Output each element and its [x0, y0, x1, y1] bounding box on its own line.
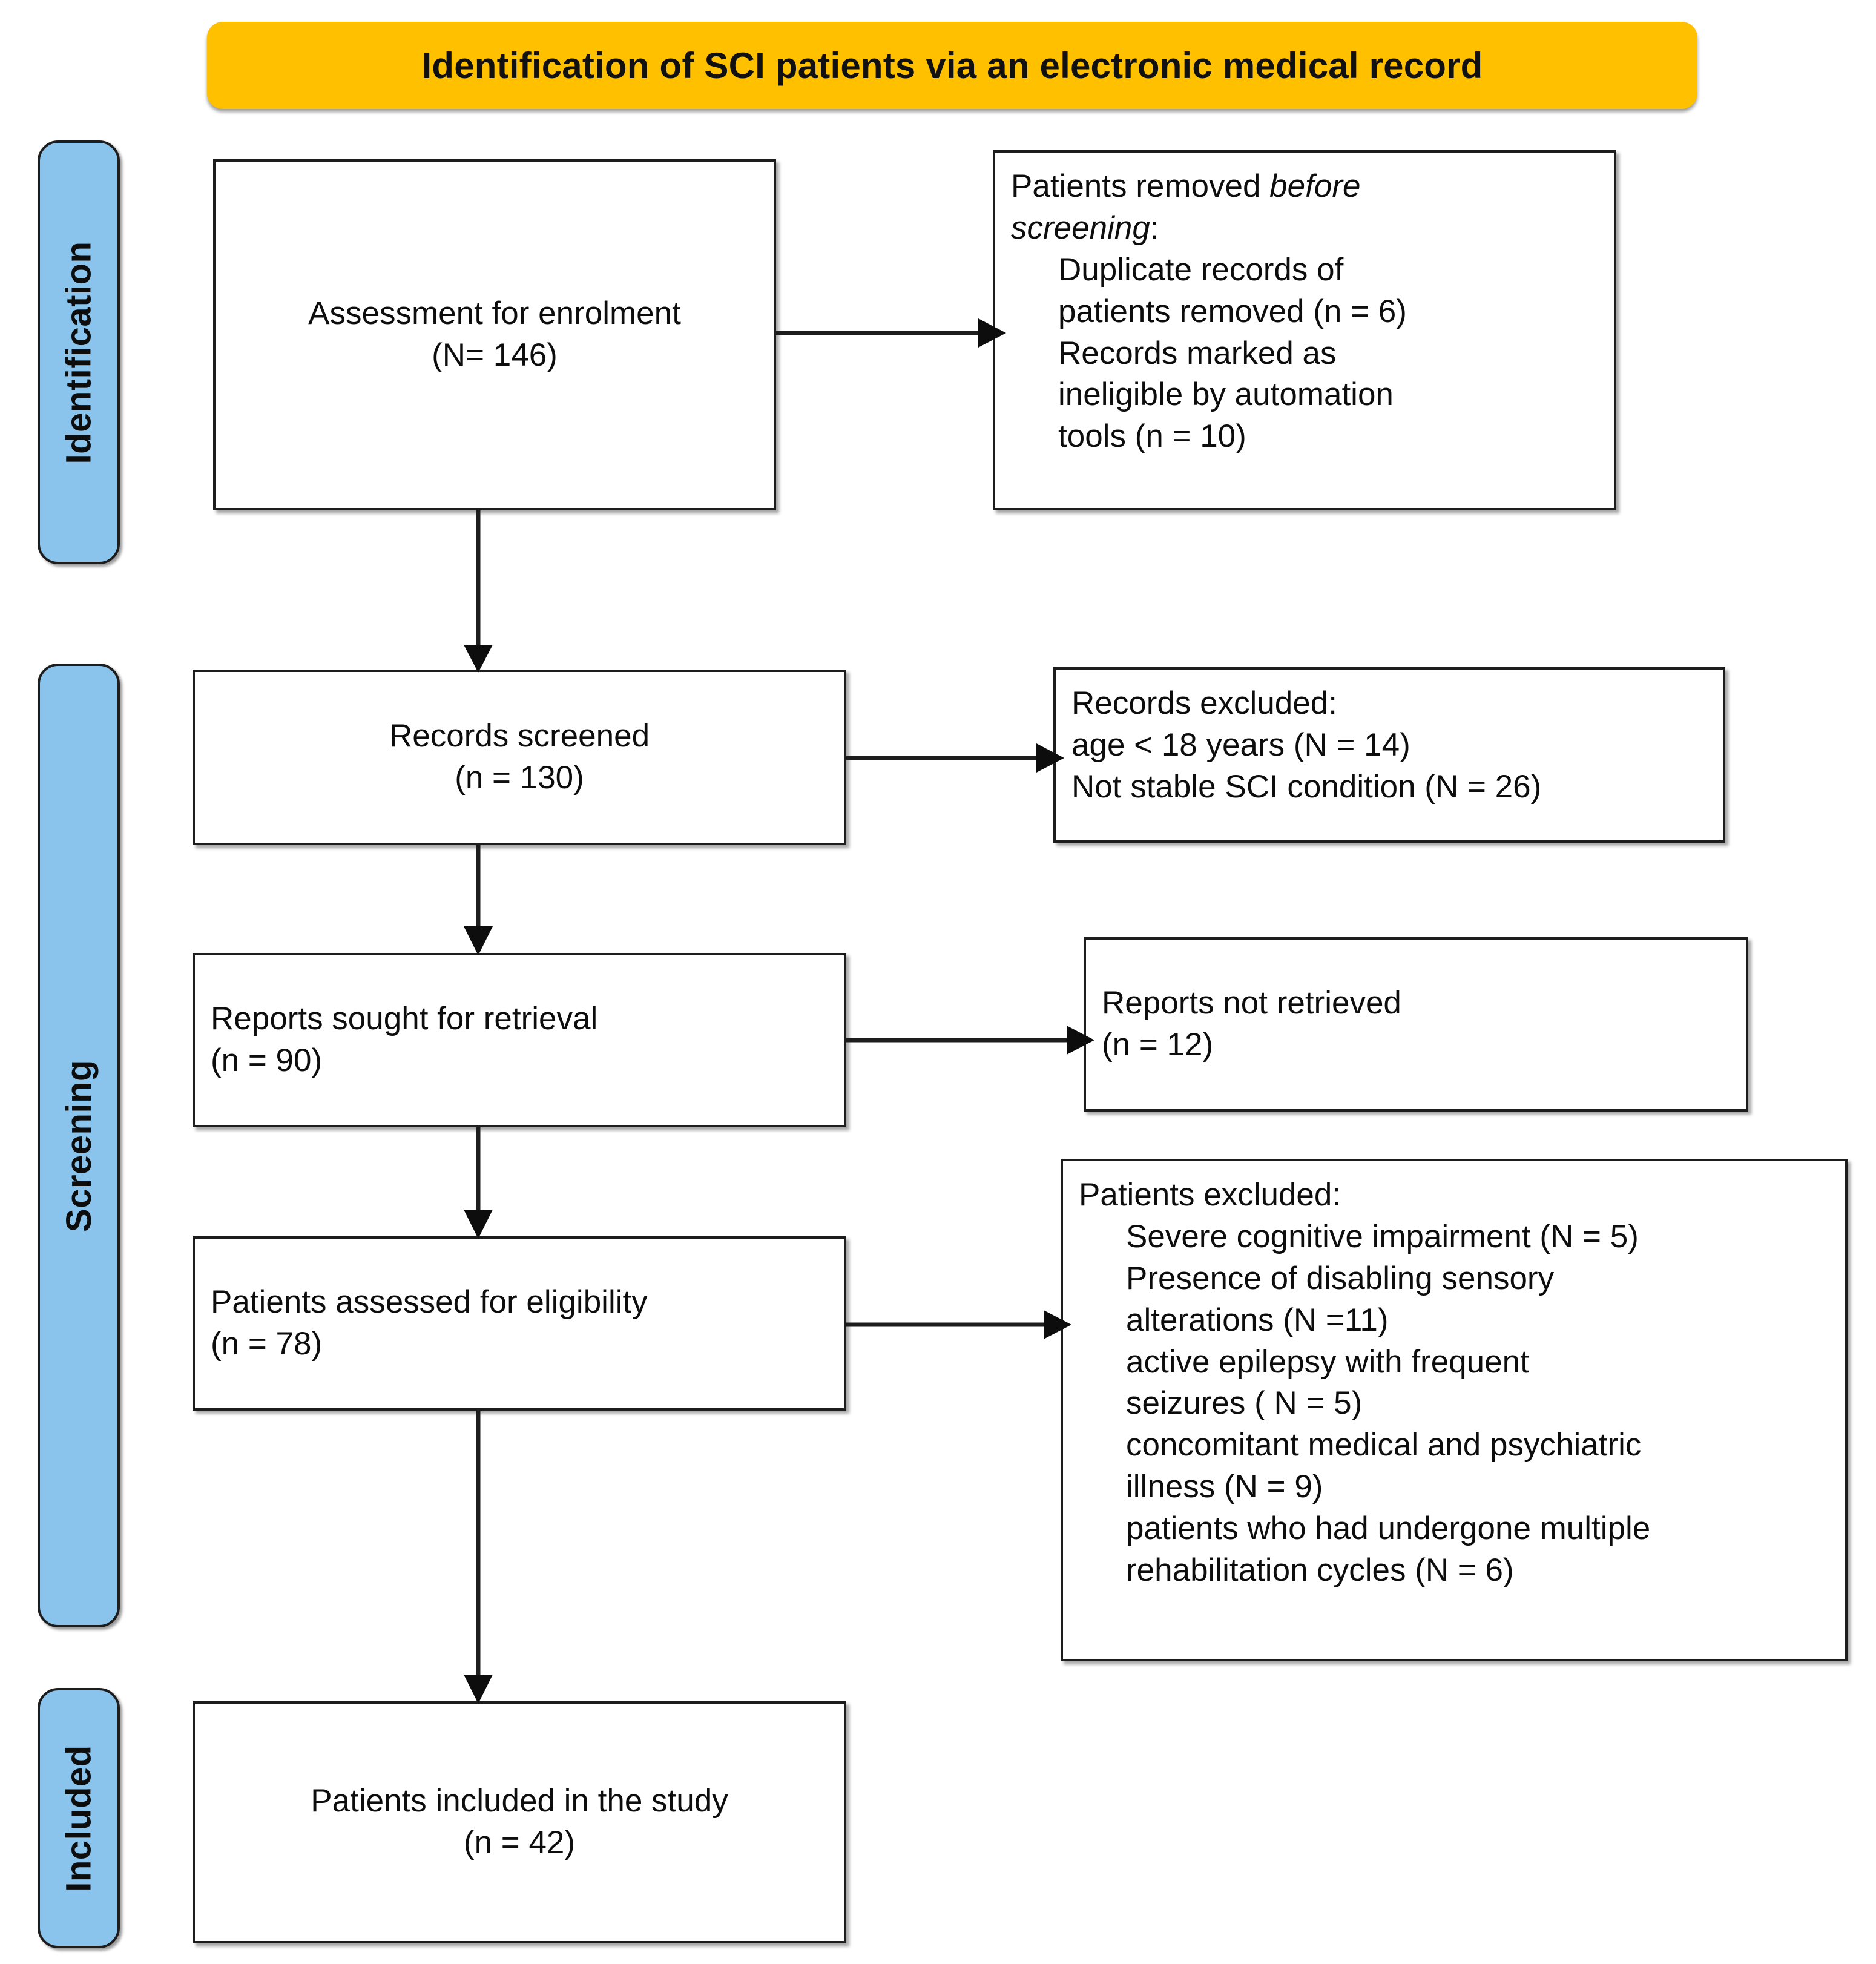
- box-line: (n = 12): [1102, 1027, 1214, 1063]
- box-patients-removed-before-screening: Patients removed before screening: Dupli…: [993, 150, 1616, 510]
- stage-label-included-text: Included: [59, 1744, 99, 1892]
- box-line: active epilepsy with frequent: [1126, 1343, 1529, 1380]
- arrow-eligibility-to-included: [460, 1411, 496, 1704]
- box-line: alterations (N =11): [1126, 1302, 1389, 1338]
- box-reports-not-retrieved: Reports not retrieved (n = 12): [1084, 937, 1748, 1112]
- box-records-screened: Records screened (n = 130): [193, 670, 846, 845]
- diagram-header-banner: Identification of SCI patients via an el…: [207, 22, 1697, 109]
- box-line: Patients included in the study: [311, 1783, 728, 1819]
- box-line: Presence of disabling sensory: [1126, 1260, 1555, 1296]
- box-patients-assessed-for-eligibility: Patients assessed for eligibility (n = 7…: [193, 1236, 846, 1411]
- arrow-sought-to-not-retrieved: [846, 1022, 1094, 1058]
- box-line: age < 18 years (N = 14): [1071, 727, 1410, 763]
- stage-label-included: Included: [38, 1688, 120, 1948]
- stage-label-identification-text: Identification: [59, 241, 99, 464]
- box-line: concomitant medical and psychiatric: [1126, 1427, 1642, 1463]
- arrow-screened-to-sought: [460, 845, 496, 955]
- box-patients-excluded: Patients excluded: Severe cognitive impa…: [1061, 1159, 1848, 1661]
- box-line: (n = 90): [211, 1043, 323, 1078]
- stage-label-screening: Screening: [38, 664, 120, 1627]
- box-line: tools (n = 10): [1058, 418, 1246, 455]
- box-assessment-for-enrolment: Assessment for enrolment (N= 146): [213, 159, 776, 510]
- box-line: Records marked as: [1058, 335, 1337, 371]
- box-line: (n = 42): [463, 1825, 576, 1860]
- box-line: Not stable SCI condition (N = 26): [1071, 768, 1542, 805]
- box-title-line: Patients excluded:: [1079, 1177, 1341, 1213]
- arrow-enrolment-to-removed: [776, 315, 1006, 351]
- box-line: Severe cognitive impairment (N = 5): [1126, 1218, 1639, 1254]
- arrow-sought-to-eligibility: [460, 1127, 496, 1239]
- box-title-line: Patients removed before: [1011, 168, 1361, 204]
- box-line: Assessment for enrolment: [308, 295, 681, 332]
- arrow-eligibility-to-patients-excluded: [846, 1307, 1071, 1343]
- box-line: Records screened: [389, 718, 650, 754]
- box-line: Reports not retrieved: [1102, 985, 1401, 1021]
- box-line: illness (N = 9): [1126, 1469, 1323, 1505]
- box-line: rehabilitation cycles (N = 6): [1126, 1552, 1514, 1589]
- stage-label-screening-text: Screening: [59, 1059, 99, 1232]
- box-line: seizures ( N = 5): [1126, 1385, 1363, 1422]
- arrow-enrolment-to-screened: [460, 510, 496, 673]
- box-line: patients removed (n = 6): [1058, 293, 1407, 329]
- box-patients-included-in-study: Patients included in the study (n = 42): [193, 1701, 846, 1943]
- box-line: (n = 78): [211, 1326, 323, 1362]
- box-line: Patients assessed for eligibility: [211, 1284, 648, 1320]
- box-title-line: Records excluded:: [1071, 685, 1337, 721]
- box-line: (N= 146): [432, 337, 558, 373]
- box-line: Duplicate records of: [1058, 251, 1344, 288]
- arrow-screened-to-records-excluded: [846, 740, 1064, 776]
- box-reports-sought-for-retrieval: Reports sought for retrieval (n = 90): [193, 953, 846, 1127]
- box-line: patients who had undergone multiple: [1126, 1511, 1651, 1547]
- page-title: Identification of SCI patients via an el…: [421, 45, 1483, 86]
- box-title-line: screening:: [1011, 209, 1159, 246]
- stage-label-identification: Identification: [38, 140, 120, 564]
- box-records-excluded: Records excluded: age < 18 years (N = 14…: [1053, 667, 1725, 843]
- box-line: Reports sought for retrieval: [211, 1001, 598, 1037]
- box-line: ineligible by automation: [1058, 377, 1394, 413]
- box-line: (n = 130): [455, 760, 584, 796]
